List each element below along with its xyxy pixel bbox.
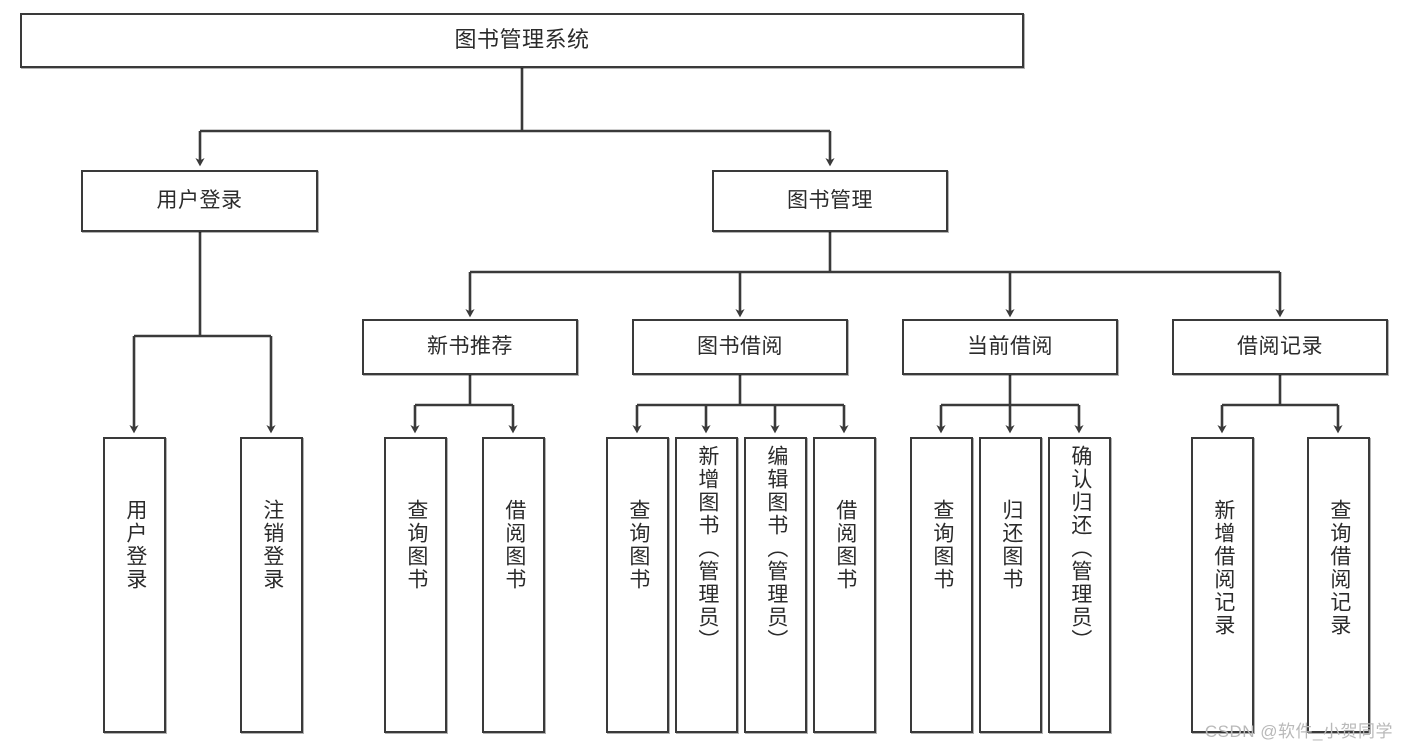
node-rec-query-book[interactable]: 查询图书 bbox=[384, 437, 447, 733]
node-br-query-record-label: 查询借阅记录 bbox=[1327, 499, 1351, 637]
node-br-add-record-label: 新增借阅记录 bbox=[1211, 499, 1235, 637]
node-bb-borrow-book-label: 借阅图书 bbox=[833, 499, 857, 591]
node-borrow-record[interactable]: 借阅记录 bbox=[1172, 319, 1388, 375]
node-user-logout-label: 注销登录 bbox=[260, 499, 284, 591]
node-cb-confirm-return[interactable]: 确认归还（管理员） bbox=[1048, 437, 1111, 733]
node-book-manage[interactable]: 图书管理 bbox=[712, 170, 948, 232]
node-bb-add-book-label: 新增图书（管理员） bbox=[695, 445, 719, 652]
node-rec-borrow-book-label: 借阅图书 bbox=[502, 499, 526, 591]
node-user-login-label: 用户登录 bbox=[156, 189, 243, 213]
node-user-logout[interactable]: 注销登录 bbox=[240, 437, 303, 733]
node-bb-query-book-label: 查询图书 bbox=[626, 499, 650, 591]
node-root-label: 图书管理系统 bbox=[454, 27, 590, 53]
node-cb-return-book-label: 归还图书 bbox=[999, 499, 1023, 591]
node-bb-add-book[interactable]: 新增图书（管理员） bbox=[675, 437, 738, 733]
node-bb-query-book[interactable]: 查询图书 bbox=[606, 437, 669, 733]
node-br-query-record[interactable]: 查询借阅记录 bbox=[1307, 437, 1370, 733]
node-book-borrow[interactable]: 图书借阅 bbox=[632, 319, 848, 375]
node-cb-query-book[interactable]: 查询图书 bbox=[910, 437, 973, 733]
node-current-borrow-label: 当前借阅 bbox=[967, 335, 1053, 359]
node-user-login-do[interactable]: 用户登录 bbox=[103, 437, 166, 733]
node-bb-edit-book[interactable]: 编辑图书（管理员） bbox=[744, 437, 807, 733]
node-cb-return-book[interactable]: 归还图书 bbox=[979, 437, 1042, 733]
node-user-login[interactable]: 用户登录 bbox=[81, 170, 318, 232]
node-cb-confirm-return-label: 确认归还（管理员） bbox=[1068, 445, 1092, 652]
node-new-book-rec[interactable]: 新书推荐 bbox=[362, 319, 578, 375]
node-new-book-rec-label: 新书推荐 bbox=[427, 335, 513, 359]
node-current-borrow[interactable]: 当前借阅 bbox=[902, 319, 1118, 375]
node-br-add-record[interactable]: 新增借阅记录 bbox=[1191, 437, 1254, 733]
node-bb-borrow-book[interactable]: 借阅图书 bbox=[813, 437, 876, 733]
node-rec-query-book-label: 查询图书 bbox=[404, 499, 428, 591]
node-bb-edit-book-label: 编辑图书（管理员） bbox=[764, 445, 788, 652]
node-book-borrow-label: 图书借阅 bbox=[697, 335, 783, 359]
node-borrow-record-label: 借阅记录 bbox=[1237, 335, 1323, 359]
node-rec-borrow-book[interactable]: 借阅图书 bbox=[482, 437, 545, 733]
node-root[interactable]: 图书管理系统 bbox=[20, 13, 1024, 68]
node-cb-query-book-label: 查询图书 bbox=[930, 499, 954, 591]
node-book-manage-label: 图书管理 bbox=[787, 189, 873, 213]
watermark: CSDN @软件_小贺同学 bbox=[1204, 722, 1393, 741]
node-user-login-do-label: 用户登录 bbox=[123, 499, 147, 591]
